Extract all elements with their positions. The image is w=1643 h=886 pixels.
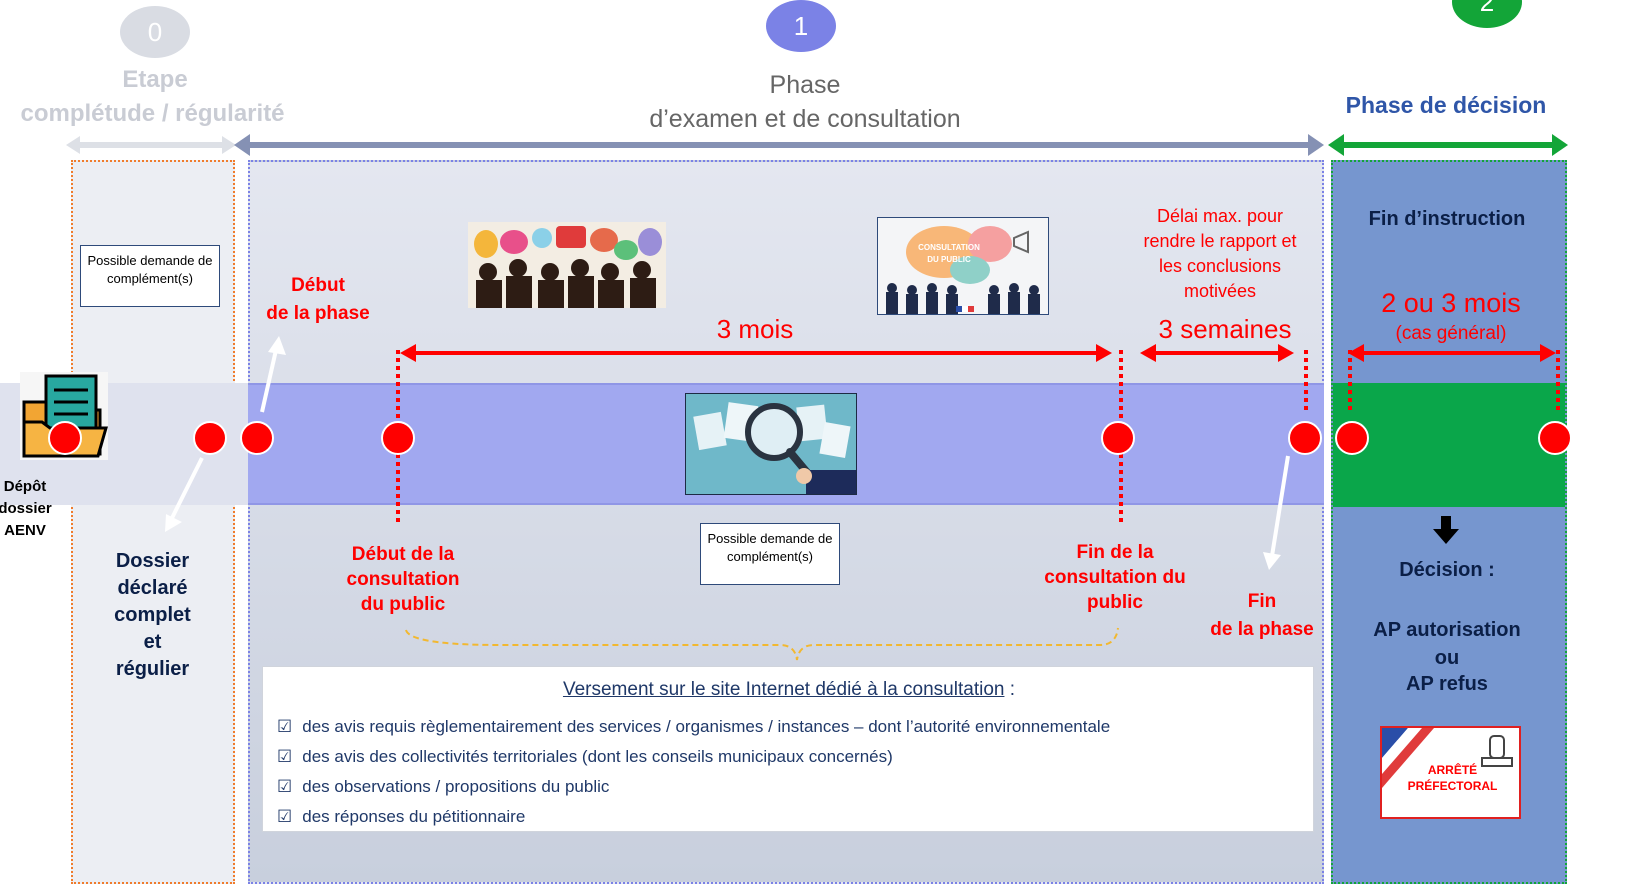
timeline-dot-depot — [48, 421, 82, 455]
depot-line3: AENV — [4, 522, 46, 539]
stamp-text: ARRÊTÉ PRÉFECTORAL — [1392, 762, 1513, 794]
debut-consultation-label: Début de la consultation du public — [318, 542, 488, 617]
depot-label: Dépôt dossier AENV — [0, 476, 70, 542]
ou-label: ou — [1434, 647, 1460, 669]
timeline-dot-complet — [193, 421, 227, 455]
versement-title-row: Versement sur le site Internet dédié à l… — [263, 679, 1315, 701]
step1-title-line2: d’examen et de consultation — [649, 105, 961, 133]
arrow-down-icon — [1433, 516, 1459, 544]
checkbox-icon: ☑ — [277, 747, 293, 766]
header-arrows — [66, 134, 1568, 156]
debut-phase-label: Début de la phase — [248, 272, 388, 328]
timeline-dot-debut-consultation — [381, 421, 415, 455]
step1-title-line1: Phase — [769, 71, 841, 99]
versement-item-text: des avis des collectivités territoriales… — [302, 747, 893, 766]
fin-consultation-line3: public — [1087, 592, 1143, 613]
debut-consultation-line2: consultation — [346, 569, 460, 590]
delai-label: Délai max. pour rendre le rapport et les… — [1120, 204, 1320, 304]
checkbox-icon: ☑ — [277, 807, 293, 826]
phase2-duration: 2 ou 3 mois — [1381, 288, 1521, 318]
timeline-dot-debut-decision — [1335, 421, 1369, 455]
timeline-dot-fin-decision — [1538, 421, 1572, 455]
delai-line3: les conclusions — [1158, 256, 1282, 276]
timeline-dot-debut-phase — [240, 421, 274, 455]
timeline-band-green — [1333, 383, 1565, 507]
timeline-dot-fin-phase — [1288, 421, 1322, 455]
declared-line2: déclaré — [117, 577, 188, 599]
duration-3-semaines: 3 semaines — [1158, 314, 1292, 344]
versement-item: ☑ des avis requis règlementairement des s… — [277, 712, 1297, 742]
delai-line2: rendre le rapport et — [1143, 231, 1297, 251]
duration-3-mois: 3 mois — [716, 314, 794, 344]
versement-item-text: des avis requis règlementairement des se… — [302, 717, 1111, 736]
ap-autorisation-label: AP autorisation — [1373, 619, 1521, 641]
fin-consultation-label: Fin de la consultation du public — [1030, 540, 1200, 615]
fin-phase-label: Fin de la phase — [1200, 588, 1324, 644]
fin-consultation-line2: consultation du — [1044, 567, 1186, 588]
versement-item: ☑ des observations / propositions du publ… — [277, 772, 1297, 802]
arrete-prefectoral-stamp: ARRÊTÉ PRÉFECTORAL — [1380, 726, 1521, 819]
step0-number: 0 — [120, 6, 190, 58]
versement-box: Versement sur le site Internet dédié à l… — [262, 666, 1314, 832]
versement-item: ☑ des réponses du pétitionnaire — [277, 802, 1297, 832]
versement-item: ☑ des avis des collectivités territoriale… — [277, 742, 1297, 772]
step0-complement-note: Possible demande de complément(s) — [80, 245, 220, 307]
step0-title-line2: complétude / régularité — [20, 100, 285, 127]
debut-consultation-line1: Début de la — [351, 544, 455, 565]
declared-line1: Dossier — [115, 550, 190, 572]
declared-line3: complet — [114, 604, 191, 626]
versement-list: ☑ des avis requis règlementairement des s… — [277, 712, 1297, 832]
checkbox-icon: ☑ — [277, 777, 293, 796]
consultation-text-line2: DU PUBLIC — [927, 255, 971, 264]
depot-line2: dossier — [0, 500, 52, 517]
timeline-dot-fin-consultation — [1101, 421, 1135, 455]
debut-phase-line1: Début — [291, 275, 345, 296]
decision-label: Décision : — [1399, 559, 1495, 581]
fin-consultation-line1: Fin de la — [1076, 542, 1154, 563]
fin-phase-line1: Fin — [1247, 591, 1277, 612]
debut-phase-line2: de la phase — [266, 303, 370, 324]
debut-consultation-line3: du public — [360, 594, 446, 615]
declared-line4: et — [143, 631, 162, 653]
step1-complement-note: Possible demande de complément(s) — [700, 523, 840, 585]
step1-number: 1 — [766, 0, 836, 52]
versement-title: Versement sur le site Internet dédié à l… — [562, 679, 1005, 700]
fin-phase-line2: de la phase — [1210, 619, 1314, 640]
versement-item-text: des observations / propositions du publi… — [302, 777, 610, 796]
consultation-text-line1: CONSULTATION — [918, 243, 980, 252]
phase2-duration-note: (cas général) — [1395, 323, 1507, 344]
step0-title-line1: Etape — [122, 66, 188, 93]
depot-line1: Dépôt — [3, 478, 47, 495]
magnifier-documents-illustration — [685, 393, 857, 495]
delai-line1: Délai max. pour — [1156, 206, 1284, 226]
ap-refus-label: AP refus — [1406, 673, 1488, 695]
declared-line5: régulier — [115, 658, 190, 680]
versement-title-suffix: : — [1004, 679, 1016, 700]
versement-item-text: des réponses du pétitionnaire — [302, 807, 526, 826]
stamp-line2: PRÉFECTORAL — [1407, 779, 1498, 793]
checkbox-icon: ☑ — [277, 717, 293, 736]
consultation-public-illustration: CONSULTATION DU PUBLIC — [877, 217, 1049, 315]
fin-instruction-label: Fin d’instruction — [1368, 208, 1526, 230]
stamp-line1: ARRÊTÉ — [1427, 763, 1478, 777]
crowd-speech-bubbles-illustration — [468, 222, 666, 308]
consultation-illustration-text: CONSULTATION DU PUBLIC — [914, 242, 984, 266]
declared-label: Dossier déclaré complet et régulier — [85, 548, 220, 683]
delai-line4: motivées — [1183, 281, 1257, 301]
step2-title: Phase de décision — [1345, 92, 1547, 118]
